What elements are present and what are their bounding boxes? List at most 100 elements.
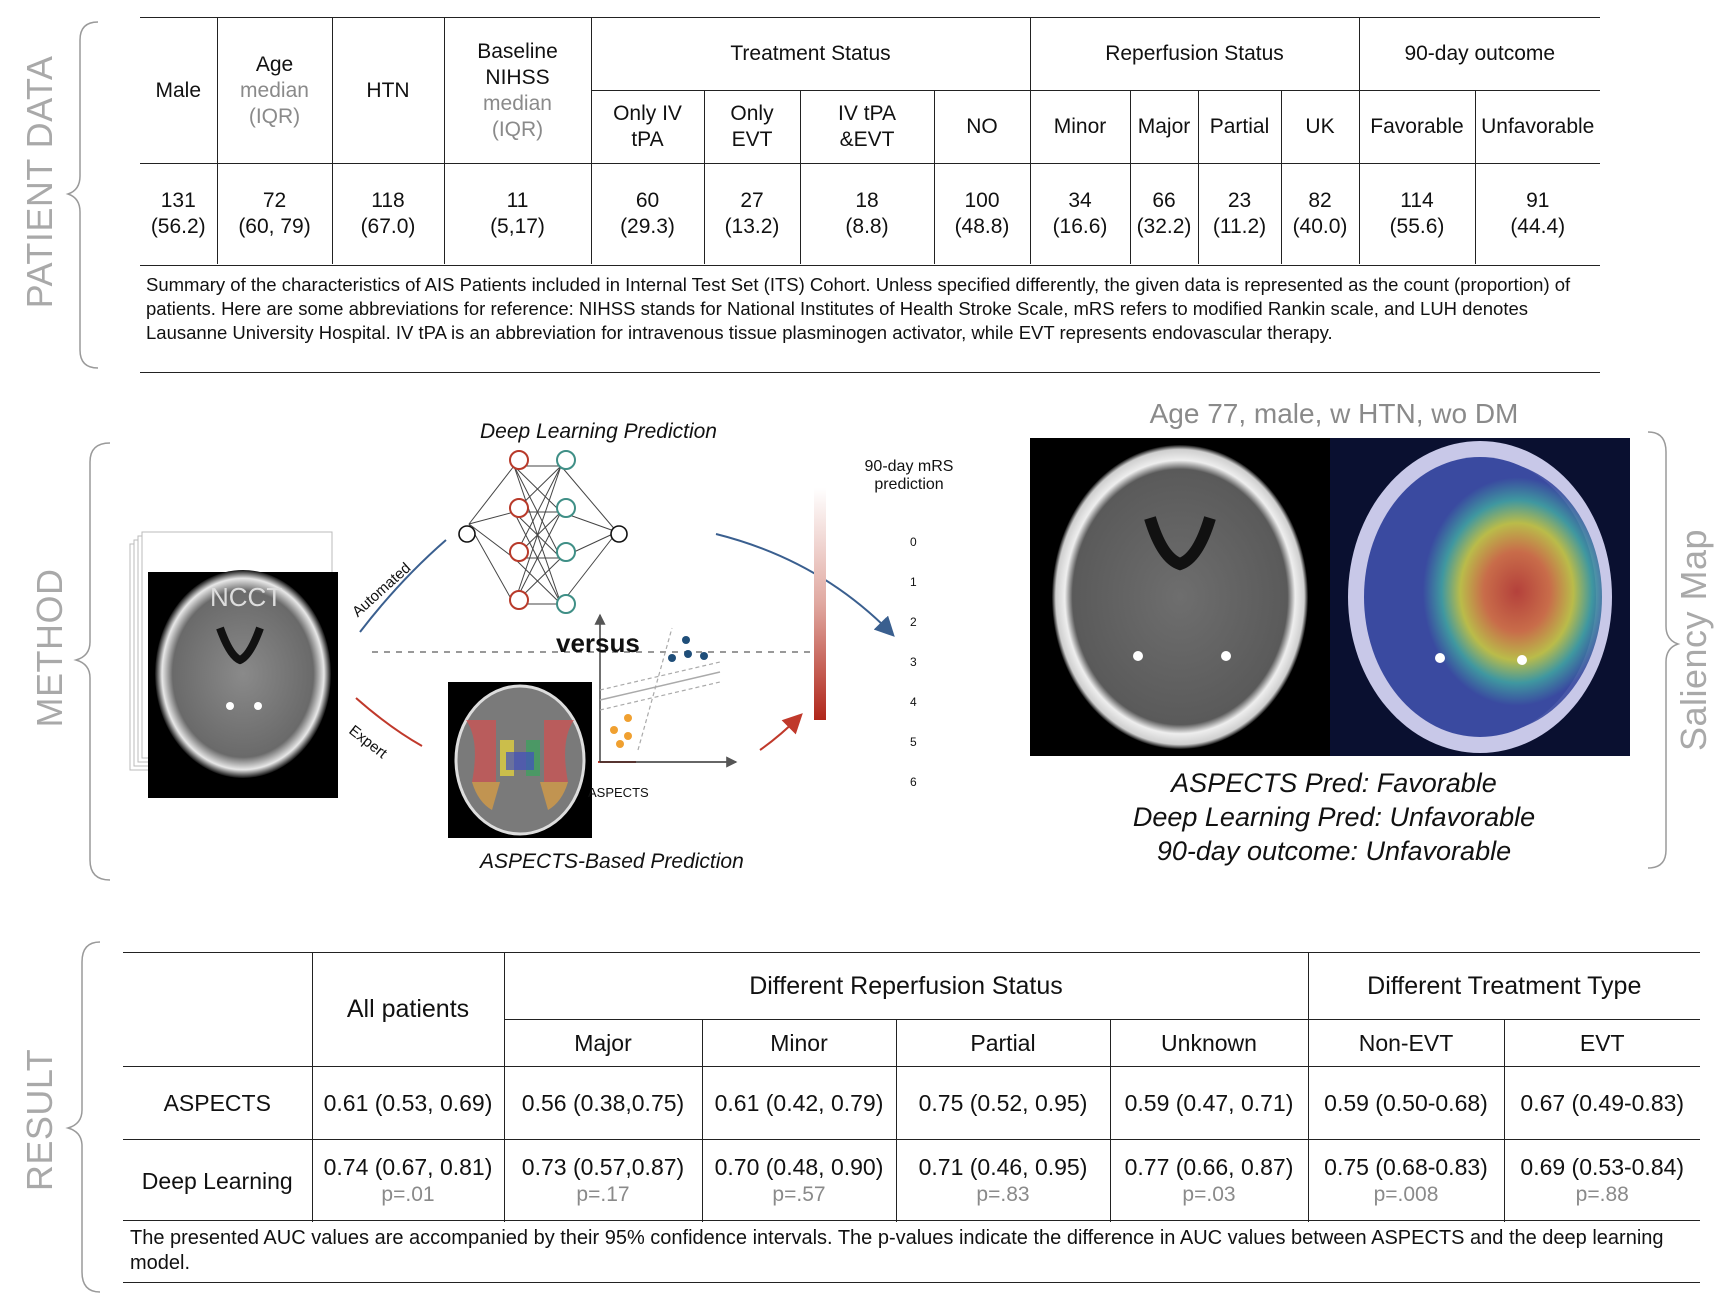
saliency-predictions: ASPECTS Pred: Favorable Deep Learning Pr…: [1034, 766, 1634, 868]
header-reperfusion-status: Reperfusion Status: [1029, 17, 1359, 91]
versus-label: versus: [556, 628, 640, 658]
auc-cell: 0.59 (0.47, 0.71): [1109, 1066, 1308, 1140]
header-nihss: Baseline NIHSS median (IQR): [443, 17, 591, 164]
value-cell: 27(13.2): [703, 163, 800, 264]
p-value: p=.01: [381, 1183, 435, 1206]
expert-arrow: [355, 697, 423, 747]
header-htn: HTN: [331, 17, 444, 164]
auc-cell: 0.67 (0.49-0.83): [1503, 1066, 1700, 1140]
ct-brain-image: [1052, 445, 1308, 749]
auc-cell: 0.61 (0.42, 0.79): [701, 1066, 896, 1140]
dl-prediction-title: Deep Learning Prediction: [480, 420, 717, 443]
subheader-major: Major: [1129, 90, 1198, 164]
section-label-patient-data: PATIENT DATA: [19, 55, 60, 309]
method-diagram: [129, 450, 895, 838]
header-all-patients: All patients: [311, 952, 504, 1067]
p-value: p=.03: [1182, 1183, 1236, 1206]
subheader-non-evt: Non-EVT: [1307, 1019, 1504, 1067]
auc-cell: 0.73 (0.57,0.87)p=.17: [503, 1139, 702, 1222]
subheader-major: Major: [503, 1019, 702, 1067]
auc-cell: 0.74 (0.67, 0.81)p=.01: [311, 1139, 504, 1222]
header-different-reperfusion: Different Reperfusion Status: [503, 952, 1308, 1020]
value-cell: 91(44.4): [1474, 163, 1600, 264]
subheader-only-iv-tpa: Only IV tPA: [590, 90, 704, 164]
header-age: Age median (IQR): [216, 17, 332, 164]
mrs-tick: 0: [910, 535, 917, 549]
auc-cell: 0.77 (0.66, 0.87)p=.03: [1109, 1139, 1308, 1222]
saliency-dl-pred: Deep Learning Pred: Unfavorable: [1132, 802, 1536, 832]
mrs-tick: 6: [910, 775, 917, 789]
patient-caption-rule-top: [140, 265, 1600, 266]
section-label-method: METHOD: [29, 568, 70, 728]
value-cell: 114(55.6): [1358, 163, 1475, 264]
value-cell: 23(11.2): [1197, 163, 1281, 264]
saliency-aspects-pred: ASPECTS Pred: Favorable: [1171, 768, 1497, 798]
mrs-tick: 4: [910, 695, 917, 709]
ncct-brain-image: [155, 570, 331, 778]
section-label-result: RESULT: [19, 1048, 60, 1192]
mrs-tick: 5: [910, 735, 917, 749]
auc-cell: 0.61 (0.53, 0.69): [311, 1066, 504, 1140]
mrs-tick: 3: [910, 655, 917, 669]
row-label-aspects: ASPECTS: [123, 1066, 312, 1140]
auc-cell: 0.71 (0.46, 0.95)p=.83: [895, 1139, 1110, 1222]
header-90-day-outcome: 90-day outcome: [1358, 17, 1600, 91]
header-different-treatment: Different Treatment Type: [1307, 952, 1700, 1020]
mrs-tick: 2: [910, 615, 917, 629]
result-caption-rule-bottom: [123, 1282, 1700, 1283]
value-cell: 72(60, 79): [216, 163, 332, 264]
subheader-partial: Partial: [895, 1019, 1110, 1067]
header-treatment-status: Treatment Status: [590, 17, 1030, 91]
header-age-sub: median (IQR): [240, 78, 309, 128]
aspects-prediction-title: ASPECTS-Based Prediction: [480, 850, 744, 873]
auc-cell: 0.75 (0.52, 0.95): [895, 1066, 1110, 1140]
auc-cell: 0.69 (0.53-0.84)p=.88: [1503, 1139, 1700, 1222]
result-table-caption: The presented AUC values are accompanied…: [130, 1227, 1664, 1274]
auc-cell: 0.56 (0.38,0.75): [503, 1066, 702, 1140]
subheader-only-evt: Only EVT: [703, 90, 800, 164]
value-cell: 131(56.2): [140, 163, 217, 264]
value-cell: 34(16.6): [1029, 163, 1130, 264]
subheader-no: NO: [933, 90, 1030, 164]
patient-data-table: Male Age median (IQR) HTN Baseline NIHSS…: [140, 17, 1600, 264]
result-table: All patients Different Reperfusion Statu…: [123, 952, 1700, 1222]
aspects-scatter: [594, 613, 738, 768]
value-cell: 82(40.0): [1280, 163, 1359, 264]
subheader-minor: Minor: [1029, 90, 1130, 164]
auc-cell: 0.59 (0.50-0.68): [1307, 1066, 1504, 1140]
value-cell: 18(8.8): [799, 163, 934, 264]
mrs-prediction-label: 90-day mRS prediction: [864, 458, 954, 493]
auc-cell: 0.75 (0.68-0.83)p=.008: [1307, 1139, 1504, 1222]
row-label-deep-learning: Deep Learning: [123, 1139, 312, 1222]
subheader-uk: UK: [1280, 90, 1359, 164]
auc-cell: 0.70 (0.48, 0.90)p=.57: [701, 1139, 896, 1222]
saliency-outcome: 90-day outcome: Unfavorable: [1156, 836, 1512, 866]
neural-network: [458, 450, 628, 614]
aspects-axis-label: ASPECTS: [588, 785, 649, 800]
section-label-saliency: Saliency Map: [1673, 528, 1714, 752]
subheader-unfavorable: Unfavorable: [1474, 90, 1600, 164]
subheader-minor: Minor: [701, 1019, 896, 1067]
aspects-output-arrow: [759, 713, 803, 751]
value-cell: 11(5,17): [443, 163, 591, 264]
header-nihss-sub: median (IQR): [483, 91, 552, 141]
p-value: p=.008: [1373, 1183, 1439, 1206]
value-cell: 118(67.0): [331, 163, 444, 264]
patient-table-caption: Summary of the characteristics of AIS Pa…: [146, 274, 1571, 343]
value-cell: 66(32.2): [1129, 163, 1198, 264]
p-value: p=.83: [976, 1183, 1030, 1206]
value-cell: 100(48.8): [933, 163, 1030, 264]
mrs-color-scale: [814, 488, 826, 720]
p-value: p=.57: [772, 1183, 826, 1206]
subheader-unknown: Unknown: [1109, 1019, 1308, 1067]
patient-caption-rule-bottom: [140, 372, 1600, 373]
value-cell: 60(29.3): [590, 163, 704, 264]
subheader-favorable: Favorable: [1358, 90, 1475, 164]
ncct-label: NCCT: [210, 582, 283, 612]
saliency-patient-title: Age 77, male, w HTN, wo DM: [1149, 398, 1519, 429]
saliency-heatmap: [1378, 461, 1602, 733]
dl-output-arrow: [715, 533, 895, 637]
automated-arrow: [359, 539, 447, 633]
result-caption-rule-top: [123, 1220, 1700, 1221]
